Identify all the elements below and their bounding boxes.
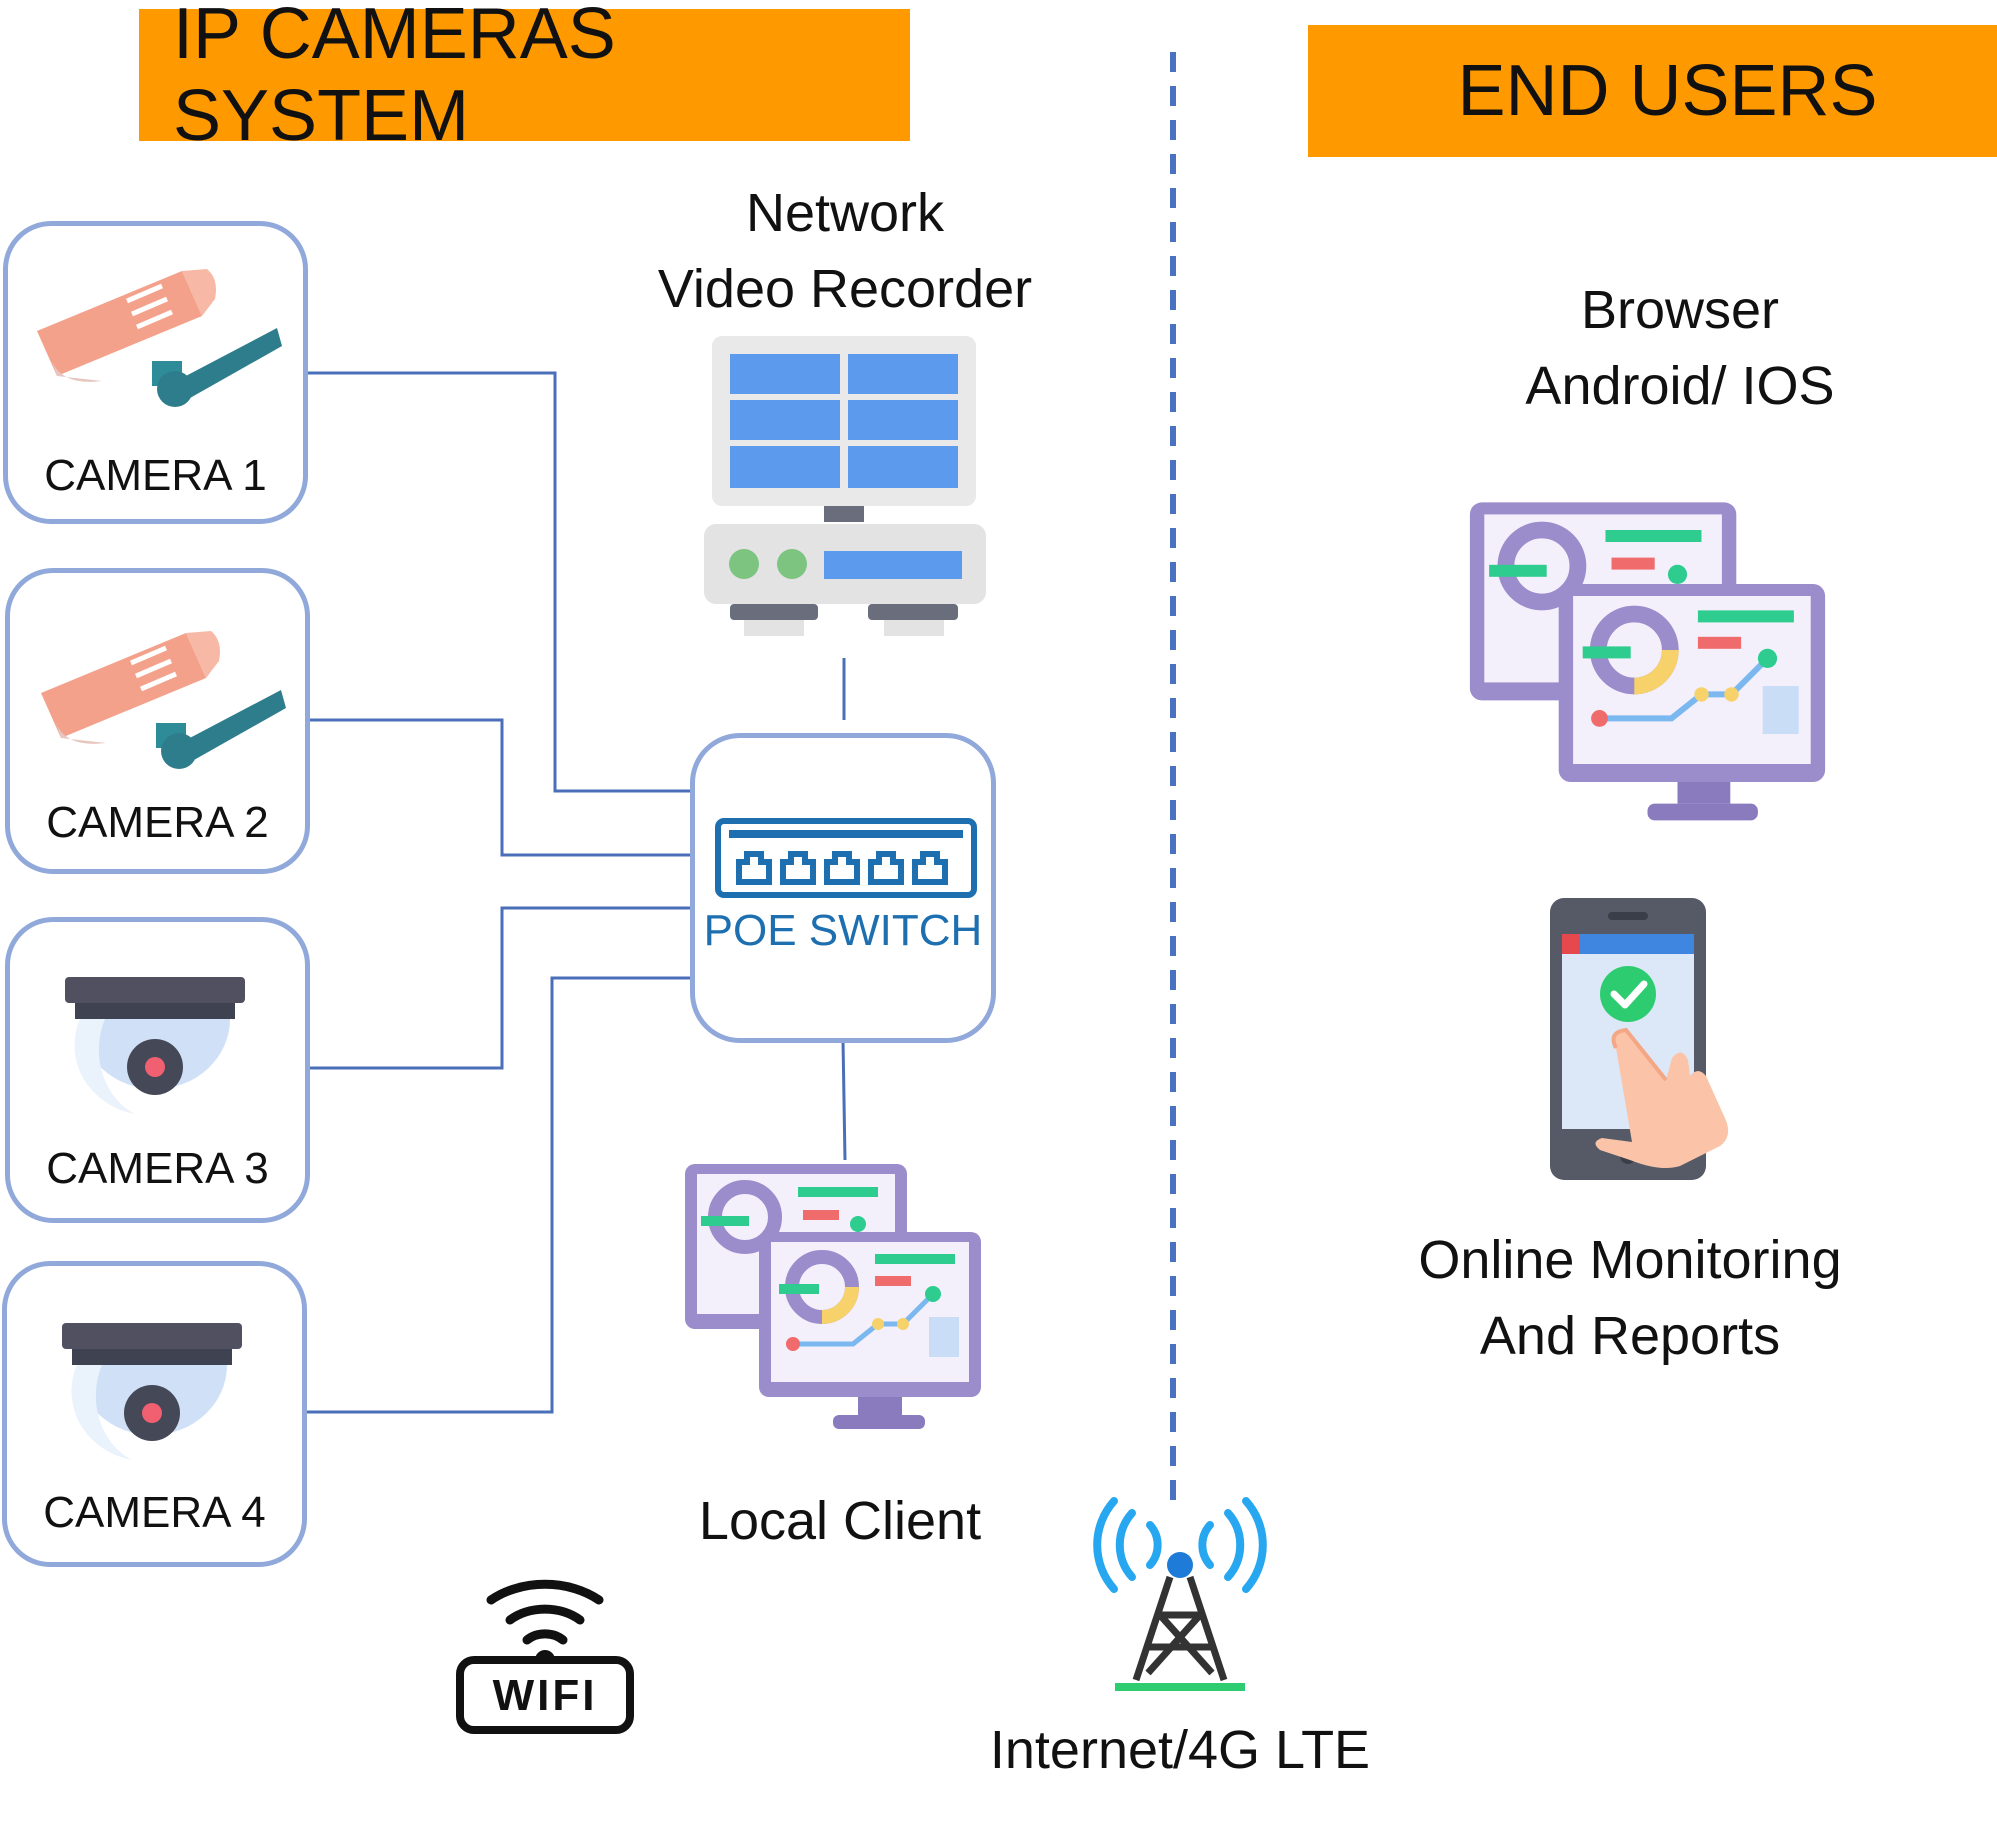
end-users-title: END USERS	[1457, 51, 1878, 131]
nvr-icon	[704, 336, 986, 636]
bullet-camera-icon	[37, 269, 282, 407]
switch-client-connector	[841, 1039, 847, 1161]
nvr-caption-line1: Network	[745, 183, 945, 243]
poe-switch-label: POE SWITCH	[703, 906, 983, 955]
camera1-connector	[307, 371, 690, 793]
camera-2-label: CAMERA 2	[46, 798, 269, 847]
camera-card-2: CAMERA 2	[5, 568, 310, 874]
camera-card-3: CAMERA 3	[5, 917, 310, 1223]
camera4-connector	[307, 976, 690, 1414]
monitoring-line2: And Reports	[1479, 1306, 1781, 1366]
end-users-banner: END USERS	[1308, 25, 1997, 157]
platforms-caption: Browser Android/ IOS	[1480, 272, 1880, 424]
cell-tower-icon	[1093, 1497, 1267, 1691]
smartphone-touch-icon	[1550, 898, 1729, 1180]
internet-caption: Internet/4G LTE	[989, 1720, 1371, 1780]
wifi-icon	[456, 1579, 634, 1734]
camera-3-label: CAMERA 3	[46, 1144, 269, 1193]
poe-switch-box: POE SWITCH	[690, 733, 996, 1043]
nvr-caption-line2: Video Recorder	[657, 259, 1033, 319]
ip-cameras-system-banner: IP CAMERAS SYSTEM	[139, 0, 910, 156]
nvr-caption: Network Video Recorder	[600, 175, 1090, 327]
monitoring-caption: Online Monitoring And Reports	[1360, 1222, 1900, 1374]
ip-cameras-system-title: IP CAMERAS SYSTEM	[173, 0, 616, 156]
monitoring-line1: Online Monitoring	[1418, 1230, 1842, 1290]
dashboard-monitors-icon	[685, 1164, 981, 1429]
platforms-line1: Browser	[1580, 280, 1780, 340]
camera-card-1: CAMERA 1	[3, 221, 308, 524]
local-client-caption: Local Client	[698, 1491, 982, 1551]
dome-camera-icon	[62, 1323, 242, 1460]
bullet-camera-icon	[41, 631, 286, 769]
camera2-connector	[310, 718, 690, 857]
camera3-connector	[310, 906, 690, 1070]
camera-4-label: CAMERA 4	[43, 1488, 266, 1537]
platforms-line2: Android/ IOS	[1525, 356, 1835, 416]
camera-1-label: CAMERA 1	[44, 451, 267, 500]
dome-camera-icon	[65, 977, 245, 1114]
ethernet-switch-icon	[715, 818, 977, 898]
camera-card-4: CAMERA 4	[2, 1261, 307, 1567]
dashboard-monitors-icon	[1469, 502, 1826, 821]
wifi-label: WiFi	[492, 1671, 598, 1720]
